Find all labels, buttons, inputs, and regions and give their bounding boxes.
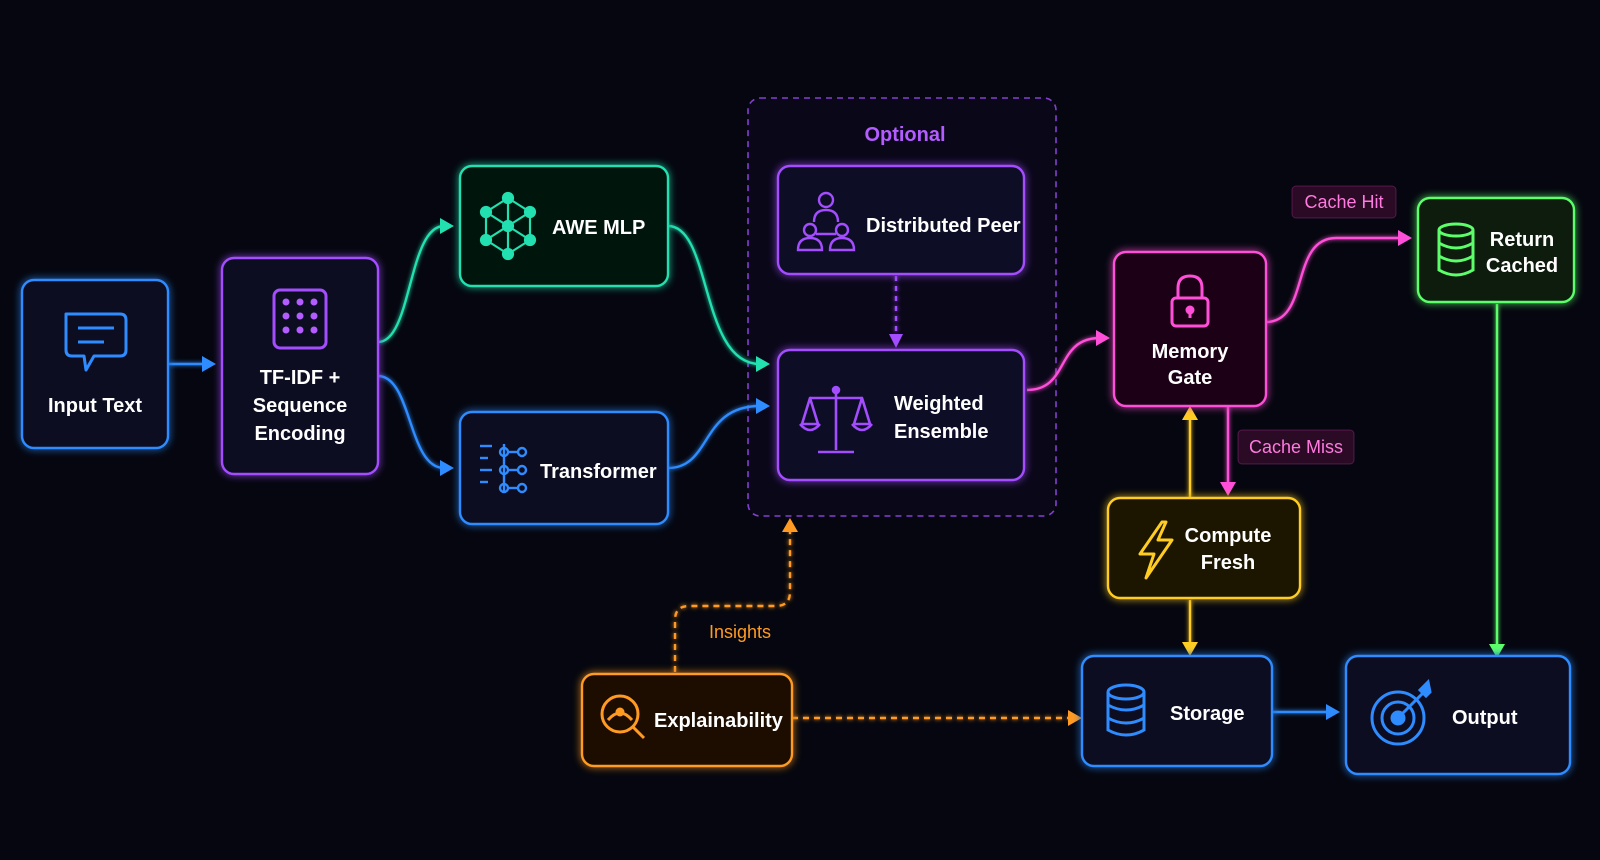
arrowheads — [202, 218, 1505, 726]
node-input-text[interactable]: Input Text — [20, 278, 170, 450]
storage-label: Storage — [1170, 703, 1244, 725]
target-icon — [1370, 678, 1432, 746]
node-transformer[interactable]: Transformer — [458, 410, 670, 526]
node-awe-mlp[interactable]: AWE MLP — [458, 164, 670, 288]
chat-bubble-icon — [64, 312, 128, 372]
neural-network-icon — [479, 191, 537, 261]
lock-icon — [1170, 274, 1210, 328]
edge-awe-ensemble — [667, 224, 761, 366]
arrow-ensemble-from-explain — [782, 518, 798, 532]
node-tfidf-encoding[interactable]: TF-IDF + Sequence Encoding — [220, 256, 380, 476]
edge-encoding-awe — [377, 224, 445, 344]
magnifier-icon — [600, 694, 646, 740]
connectors — [168, 224, 1499, 720]
encoding-label-line-2: Sequence — [253, 395, 347, 417]
node-output[interactable]: Output — [1344, 654, 1572, 776]
output-label: Output — [1452, 707, 1518, 729]
node-memory-gate[interactable]: Memory Gate — [1112, 250, 1268, 408]
encoding-label-line-3: Encoding — [254, 423, 345, 445]
compute-fresh-label-line-1: Compute — [1185, 525, 1272, 547]
edge-memory-cached — [1265, 236, 1400, 324]
return-cached-label-line-2: Cached — [1486, 255, 1558, 277]
distributed-peer-label: Distributed Peer — [866, 215, 1021, 237]
scales-icon — [799, 385, 873, 454]
arrow-storage-from-explain — [1068, 710, 1082, 726]
node-compute-fresh[interactable]: Compute Fresh — [1106, 496, 1302, 600]
memory-gate-label-line-2: Gate — [1168, 367, 1212, 389]
arrow-compute — [1220, 482, 1236, 496]
arrow-memory-from-compute — [1182, 406, 1198, 420]
arrow-ensemble-from-peer — [889, 334, 903, 348]
node-explainability[interactable]: Explainability — [580, 672, 794, 768]
node-return-cached[interactable]: Return Cached — [1416, 196, 1576, 304]
lightning-icon — [1138, 520, 1174, 580]
grid-matrix-icon — [272, 288, 328, 350]
database-icon — [1106, 683, 1146, 737]
arrow-cached — [1398, 230, 1412, 246]
awe-mlp-label: AWE MLP — [552, 217, 645, 239]
compute-fresh-label-line-2: Fresh — [1201, 552, 1255, 574]
node-storage[interactable]: Storage — [1080, 654, 1274, 768]
explainability-label: Explainability — [654, 710, 784, 732]
peers-icon — [796, 191, 856, 252]
edge-ensemble-memory — [1026, 336, 1101, 392]
edge-explain-ensemble — [673, 528, 792, 672]
arrow-ensemble-from-transformer — [756, 398, 770, 414]
arrow-awe — [440, 218, 454, 234]
arrow-output-from-storage — [1326, 704, 1340, 720]
edge-encoding-transformer — [377, 374, 445, 470]
cache-hit-label: Cache Hit — [1304, 192, 1383, 212]
edge-label-cache-miss: Cache Miss — [1237, 429, 1355, 465]
insights-label: Insights — [709, 622, 771, 642]
ensemble-label-line-1: Weighted — [894, 393, 984, 415]
transformer-label: Transformer — [540, 461, 657, 483]
arrow-memory — [1096, 330, 1110, 346]
return-cached-label-line-1: Return — [1490, 229, 1554, 251]
arrow-ensemble-from-awe — [756, 356, 770, 372]
ensemble-label-line-2: Ensemble — [894, 421, 988, 443]
database-icon — [1437, 222, 1475, 277]
arrow-storage-from-compute — [1182, 642, 1198, 656]
memory-gate-label-line-1: Memory — [1152, 341, 1230, 363]
edge-label-cache-hit: Cache Hit — [1291, 185, 1397, 219]
input-text-label: Input Text — [48, 395, 142, 417]
arrow-transformer — [440, 460, 454, 476]
cache-miss-label: Cache Miss — [1249, 437, 1343, 457]
node-distributed-peer[interactable]: Distributed Peer — [776, 164, 1026, 276]
transformer-icon — [480, 444, 528, 494]
node-weighted-ensemble[interactable]: Weighted Ensemble — [776, 348, 1026, 482]
encoding-label-line-1: TF-IDF + — [260, 367, 341, 389]
optional-group-label: Optional — [864, 124, 945, 146]
arrow-output-from-cached — [1489, 644, 1505, 658]
arrow-encoding — [202, 356, 216, 372]
edge-transformer-ensemble — [667, 404, 761, 470]
